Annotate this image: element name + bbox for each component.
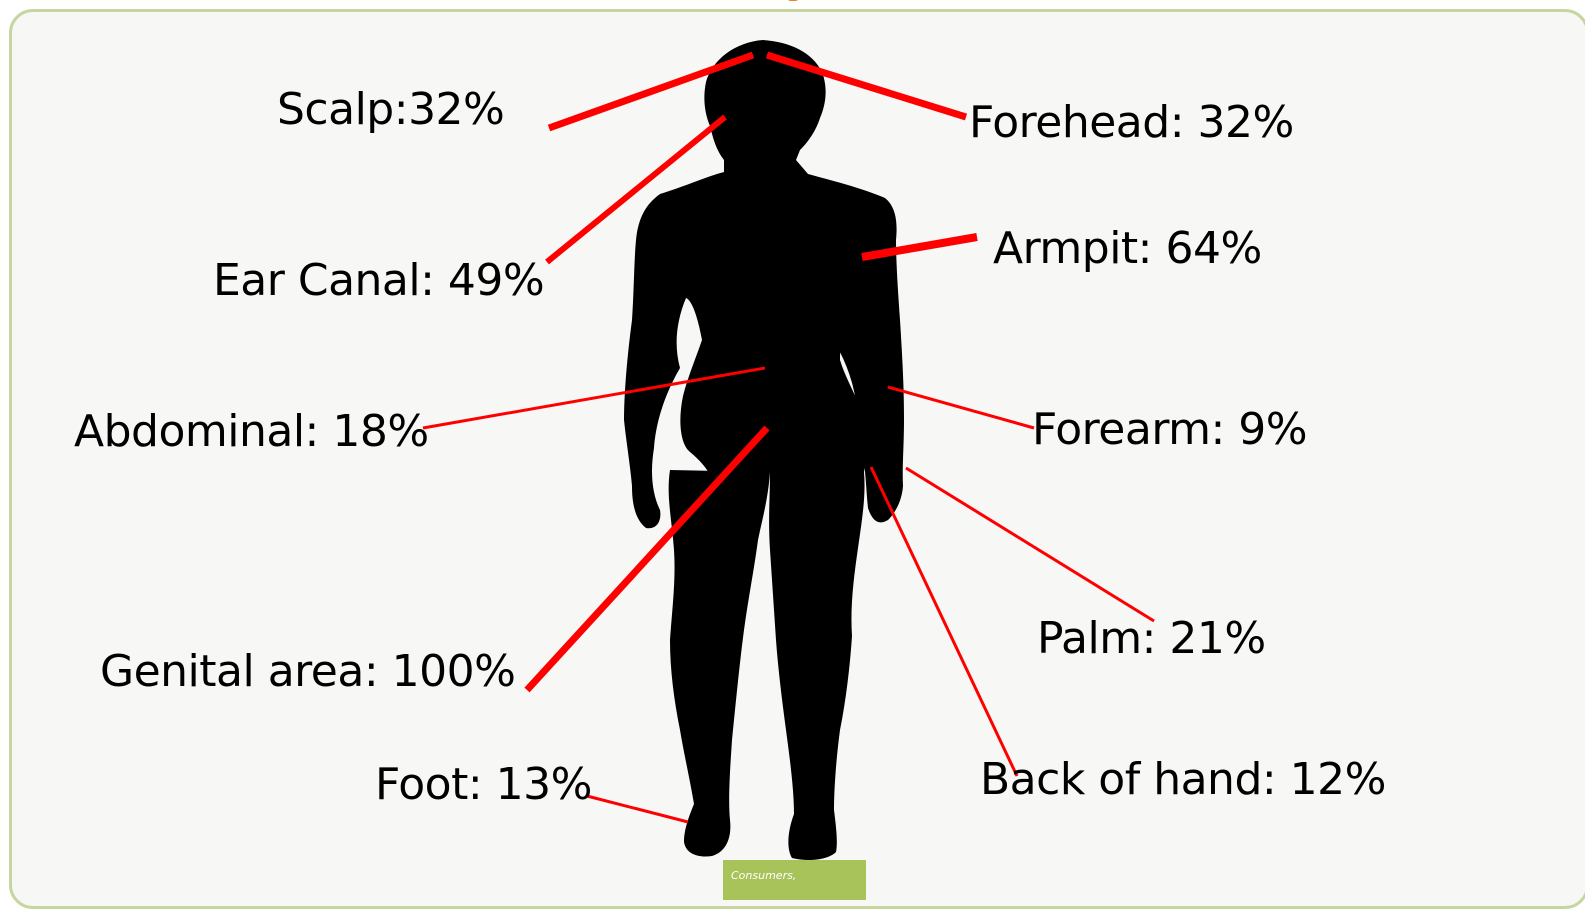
source-badge: Consumers, bbox=[723, 860, 866, 900]
label-genital-area: Genital area: 100% bbox=[100, 650, 515, 694]
label-back-of-hand: Back of hand: 12% bbox=[980, 758, 1386, 802]
leader-line-palm bbox=[906, 468, 1154, 621]
label-foot: Foot: 13% bbox=[375, 763, 592, 807]
leader-line-foot bbox=[587, 796, 688, 822]
leader-line-forearm bbox=[888, 387, 1034, 428]
label-forehead: Forehead: 32% bbox=[969, 101, 1294, 145]
label-palm: Palm: 21% bbox=[1037, 617, 1266, 661]
label-abdominal: Abdominal: 18% bbox=[74, 410, 429, 454]
leader-line-back-of-hand bbox=[871, 467, 1017, 776]
silhouette-head bbox=[704, 40, 825, 167]
label-scalp: Scalp:32% bbox=[277, 88, 504, 132]
label-forearm: Forearm: 9% bbox=[1032, 408, 1307, 452]
label-armpit: Armpit: 64% bbox=[993, 227, 1262, 271]
source-badge-text: Consumers, bbox=[723, 860, 866, 882]
label-ear-canal: Ear Canal: 49% bbox=[213, 259, 544, 303]
silhouette-left-leg bbox=[669, 470, 770, 856]
silhouette-right-leg bbox=[769, 472, 864, 860]
